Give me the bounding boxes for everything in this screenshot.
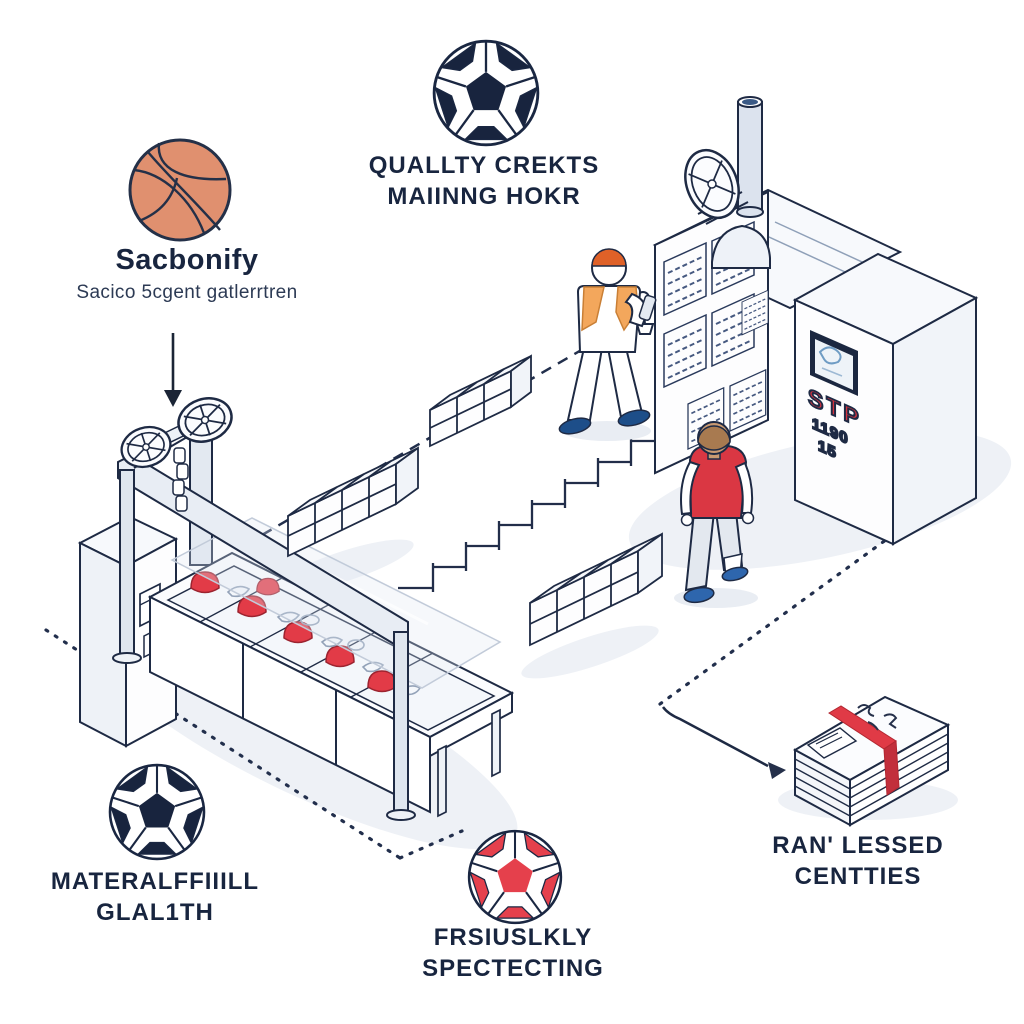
basketball-icon	[128, 138, 232, 242]
material-label: MATERALFFIIILL GLAL1TH	[25, 866, 285, 928]
assembly-line	[77, 390, 515, 821]
quality-label: QUALLTY CREKTS MAIINNG HOKR	[334, 150, 634, 212]
dispatch-label: RAN' LESSED CENTTIES	[728, 830, 988, 892]
worker-inspector	[558, 248, 657, 441]
material-label-line1: MATERALFFIIILL	[50, 868, 260, 895]
moulding-machine: STP 1190 15	[635, 96, 979, 546]
crate-cluster	[429, 354, 532, 448]
dispatch-stack	[661, 695, 951, 827]
worker-operator	[674, 421, 758, 608]
quality-label-line2: MAIINNG HOKR	[387, 183, 581, 210]
valve-wheel	[684, 148, 771, 269]
dotted-floor-path	[44, 479, 969, 860]
quality-label-line1: QUALLTY CREKTS	[368, 152, 600, 179]
down-arrow	[164, 333, 182, 407]
inspection-label-line1: FRSIUSLKLY	[433, 924, 593, 951]
crate-cluster	[287, 446, 419, 558]
crate-cluster	[529, 532, 663, 647]
soccer-ball-icon-quality	[432, 39, 540, 147]
supplier-subtitle: Sacico 5cgent gatlerrtren	[76, 282, 298, 303]
dispatch-label-line1: RAN' LESSED	[772, 832, 944, 859]
dispatch-label-line2: CENTTIES	[794, 863, 922, 890]
soccer-ball-icon-inspection	[467, 829, 563, 925]
material-label-line2: GLAL1TH	[96, 899, 214, 926]
machine-chimney	[736, 96, 764, 218]
control-cabinet: STP 1190 15	[792, 252, 979, 546]
inspection-label: FRSIUSLKLY SPECTECTING	[378, 922, 648, 984]
gantry	[112, 390, 416, 821]
supplier-title: Sacbonify	[115, 244, 259, 276]
pointer-arrowhead	[768, 762, 786, 779]
soccer-ball-icon-material	[108, 763, 206, 861]
inspection-label-line2: SPECTECTING	[422, 955, 604, 982]
crate-clusters	[287, 354, 663, 647]
